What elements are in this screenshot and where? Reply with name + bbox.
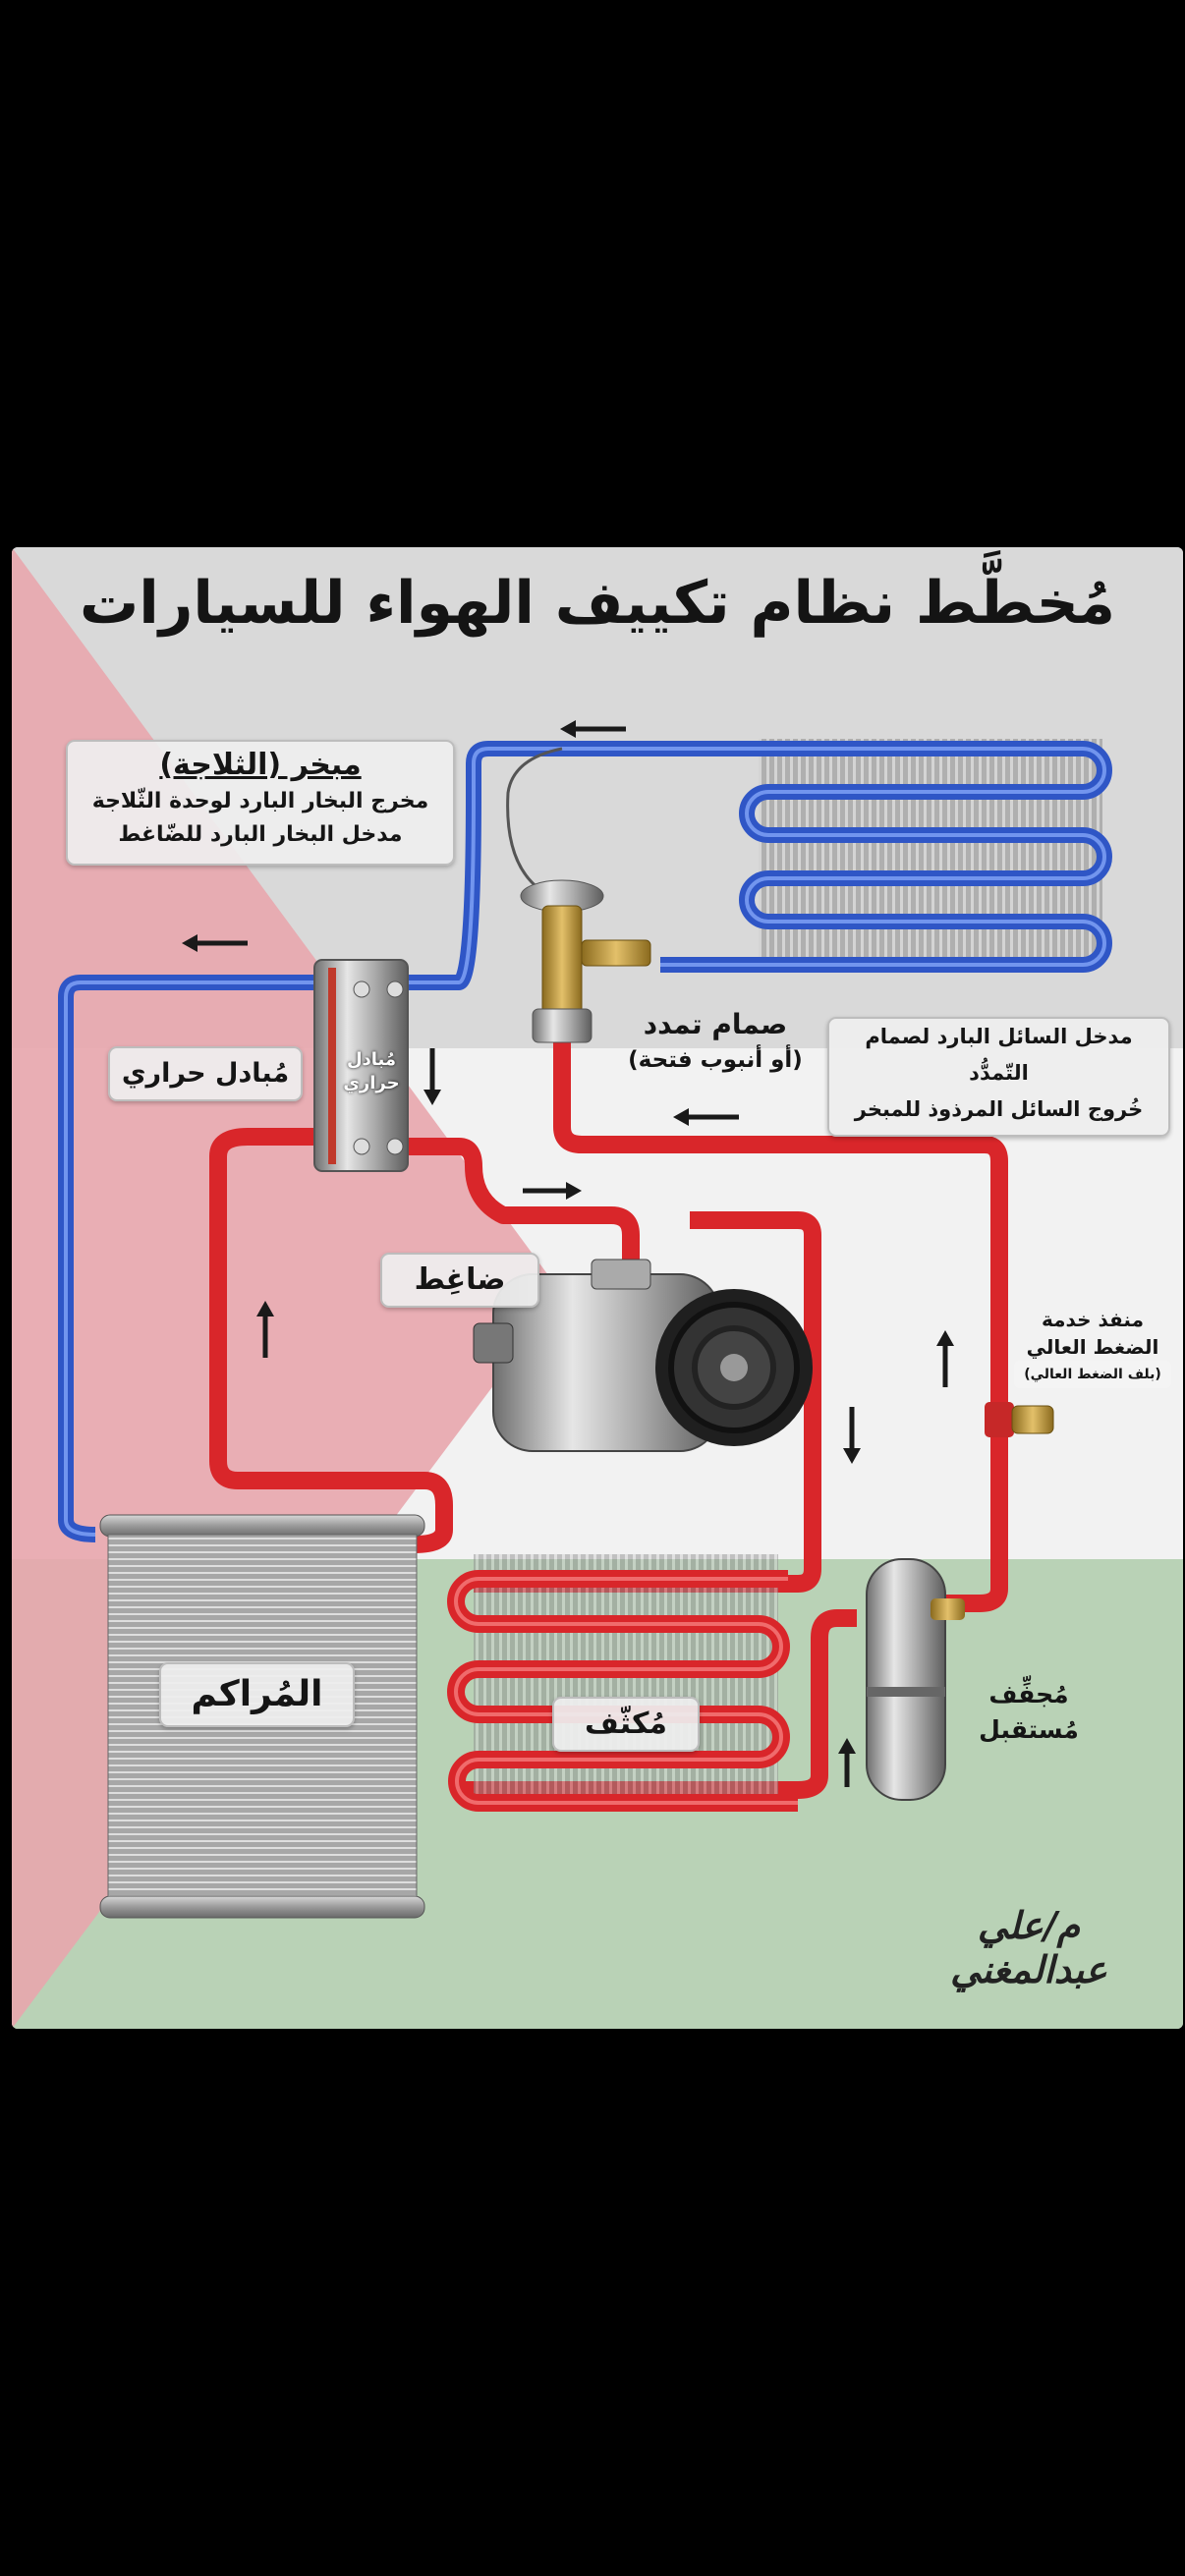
liquid-note-line-3: خُروج السائل المرذوذ للمبخر (829, 1092, 1168, 1128)
liquid-note-line-1: مدخل السائل البارد لصمام (829, 1019, 1168, 1055)
accumulator-label: المُراكم (159, 1662, 355, 1727)
dryer-line-1: مُجفِّف (970, 1677, 1088, 1712)
liquid-note-line-2: التّمدُّد (829, 1055, 1168, 1092)
service-port-line-3: (بلف الضغط العالي) (1014, 1361, 1171, 1388)
evaporator-line-2: مدخل البخار البارد للضّاغط (68, 818, 453, 852)
signature: م/علي عبدالمغني (896, 1903, 1161, 1991)
service-port-component (985, 1402, 1053, 1437)
service-port-line-2: الضغط العالي (1014, 1333, 1171, 1361)
heat-exchanger-label: مُبادل حراري (108, 1046, 303, 1101)
dryer-label: مُجفِّف مُستقبل (970, 1677, 1088, 1748)
liquid-note-label: مدخل السائل البارد لصمام التّمدُّد خُروج… (827, 1017, 1170, 1137)
evaporator-label: مبخر (الثلاجة) مخرج البخار البارد لوحدة … (66, 740, 455, 866)
heat-exchanger-small-1: مُبادل (340, 1048, 403, 1072)
expansion-valve-line-2: (أو أنبوب فتحة) (597, 1042, 833, 1078)
evaporator-heading: مبخر (الثلاجة) (68, 746, 453, 785)
page-title: مُخطَّط نظام تكييف الهواء للسيارات (12, 569, 1183, 638)
service-port-line-1: منفذ خدمة (1014, 1306, 1171, 1333)
expansion-valve-line-1: صمام تمدد (597, 1007, 833, 1042)
expansion-valve-label: صمام تمدد (أو أنبوب فتحة) (597, 1007, 833, 1078)
evaporator-line-1: مخرج البخار البارد لوحدة الثّلاجة (68, 785, 453, 818)
heat-exchanger-small-2: حراري (340, 1072, 403, 1095)
diagram-poster: مُخطَّط نظام تكييف الهواء للسيارات مبخر … (12, 547, 1183, 2029)
condenser-coil (456, 1554, 798, 1805)
heat-exchanger-small-label: مُبادل حراري (340, 1048, 403, 1095)
dryer-line-2: مُستقبل (970, 1712, 1088, 1748)
compressor-label: ضاغِط (380, 1253, 539, 1308)
service-port-label: منفذ خدمة الضغط العالي (بلف الضغط العالي… (1014, 1306, 1171, 1388)
condenser-label: مُكثّف (552, 1697, 700, 1752)
